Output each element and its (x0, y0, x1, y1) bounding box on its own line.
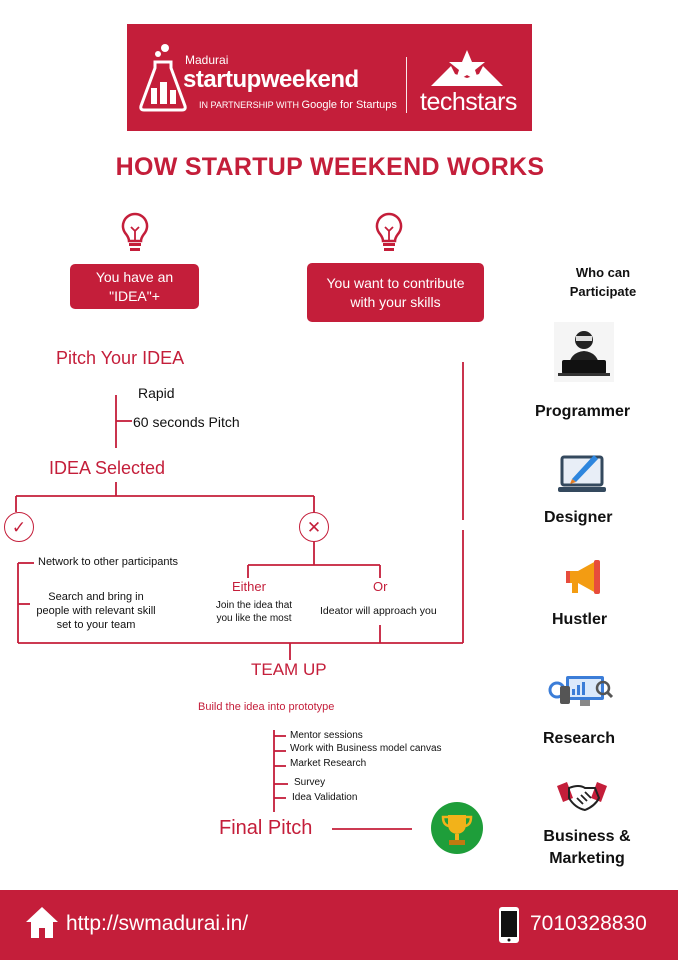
header-banner: Madurai startupweekend IN PARTNERSHIP WI… (127, 24, 532, 131)
trophy-icon (431, 802, 483, 854)
techstars-wordmark: techstars (420, 88, 517, 116)
ideator-approach-label: Ideator will approach you (320, 605, 437, 617)
search-bring-label: Search and bring in people with relevant… (36, 591, 156, 631)
phone-number[interactable]: 7010328830 (530, 912, 647, 935)
join-idea-label: Join the idea that you like the most (215, 600, 293, 624)
home-icon (26, 907, 58, 938)
step-item: Idea Validation (292, 792, 358, 803)
step-item: Mentor sessions (290, 730, 363, 741)
role-designer: Designer (544, 509, 613, 526)
network-label: Network to other participants (38, 556, 179, 568)
designer-icon (558, 455, 606, 492)
step-item: Market Research (290, 758, 367, 769)
role-business-marketing: Business & Marketing (543, 828, 631, 867)
partner-prefix: IN PARTNERSHIP WITH (199, 100, 300, 110)
banner-divider (406, 57, 407, 113)
final-pitch-label: Final Pitch (219, 817, 313, 839)
footer-bar: http://swmadurai.in/ 7010328830 (0, 890, 678, 960)
website-link[interactable]: http://swmadurai.in/ (66, 912, 249, 935)
role-research: Research (543, 730, 616, 747)
idea-box: You have an "IDEA"+ (70, 264, 199, 309)
sixty-seconds-label: 60 seconds Pitch (133, 414, 240, 430)
idea-selected-label: IDEA Selected (49, 458, 166, 478)
rapid-label: Rapid (138, 385, 175, 401)
cross-icon: ✕ (299, 512, 329, 542)
step-item: Work with Business model canvas (290, 743, 442, 754)
handshake-icon (557, 782, 607, 812)
techstars-star-icon (431, 50, 503, 86)
either-label: Either (232, 579, 266, 594)
programmer-icon (554, 322, 614, 382)
pitch-your-idea-label: Pitch Your IDEA (56, 348, 185, 368)
lightbulb-icon (121, 212, 149, 251)
city-label: Madurai (185, 53, 229, 67)
partner-name: Google for Startups (301, 99, 397, 111)
flask-icon (139, 44, 187, 112)
role-programmer: Programmer (535, 403, 631, 420)
brand-wordmark: startupweekend (183, 66, 359, 93)
contribute-box: You want to contribute with your skills (307, 263, 484, 322)
phone-icon (499, 907, 519, 943)
or-label: Or (373, 579, 388, 594)
check-icon: ✓ (4, 512, 34, 542)
megaphone-icon (566, 560, 600, 594)
step-item: Survey (294, 777, 326, 788)
team-up-label: TEAM UP (251, 660, 327, 679)
who-can-participate-heading: Who can Participate (569, 265, 637, 299)
role-hustler: Hustler (552, 611, 608, 628)
lightbulb-icon (375, 212, 403, 251)
build-prototype-label: Build the idea into prototype (198, 701, 335, 713)
research-icon (548, 676, 614, 706)
page-title: HOW STARTUP WEEKEND WORKS (115, 153, 545, 181)
partner-line: IN PARTNERSHIP WITH Google for Startups (199, 99, 397, 111)
